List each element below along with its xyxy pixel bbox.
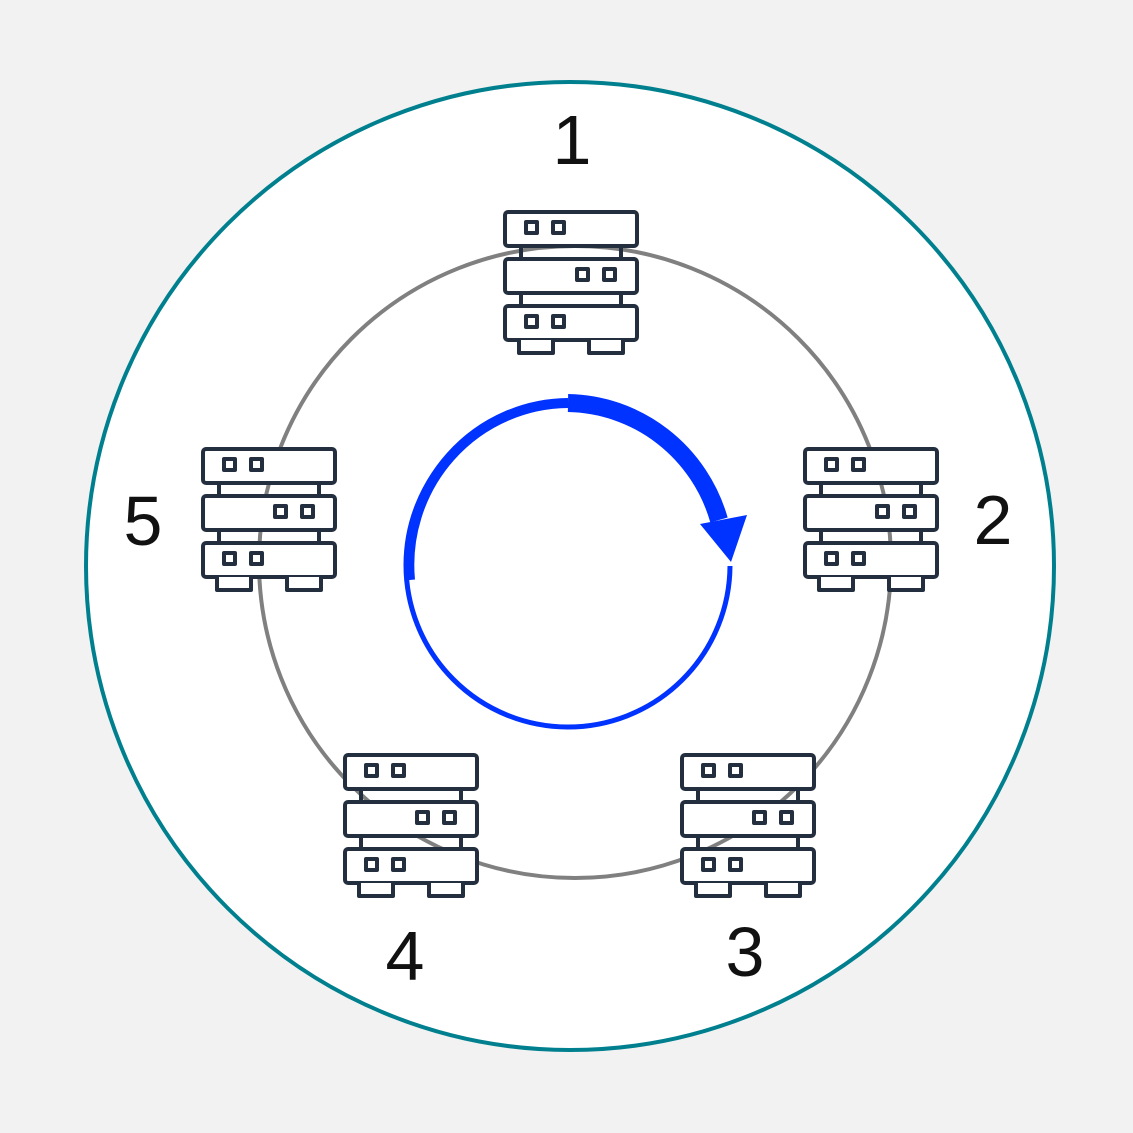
server-node-4 (343, 753, 479, 898)
node-label-4: 4 (386, 917, 425, 995)
server-node-3 (680, 753, 816, 898)
server-rack-icon (201, 447, 337, 592)
node-label-3: 3 (726, 913, 765, 991)
server-rack-icon (503, 210, 639, 355)
server-rack-icon (803, 447, 939, 592)
server-node-2 (803, 447, 939, 592)
node-label-2: 2 (974, 481, 1013, 559)
node-label-1: 1 (553, 101, 592, 179)
server-rack-icon (680, 753, 816, 898)
server-node-5 (201, 447, 337, 592)
server-rack-icon (343, 753, 479, 898)
node-label-5: 5 (124, 482, 163, 560)
server-node-1 (503, 210, 639, 355)
rotation-arrow-icon (403, 394, 747, 730)
